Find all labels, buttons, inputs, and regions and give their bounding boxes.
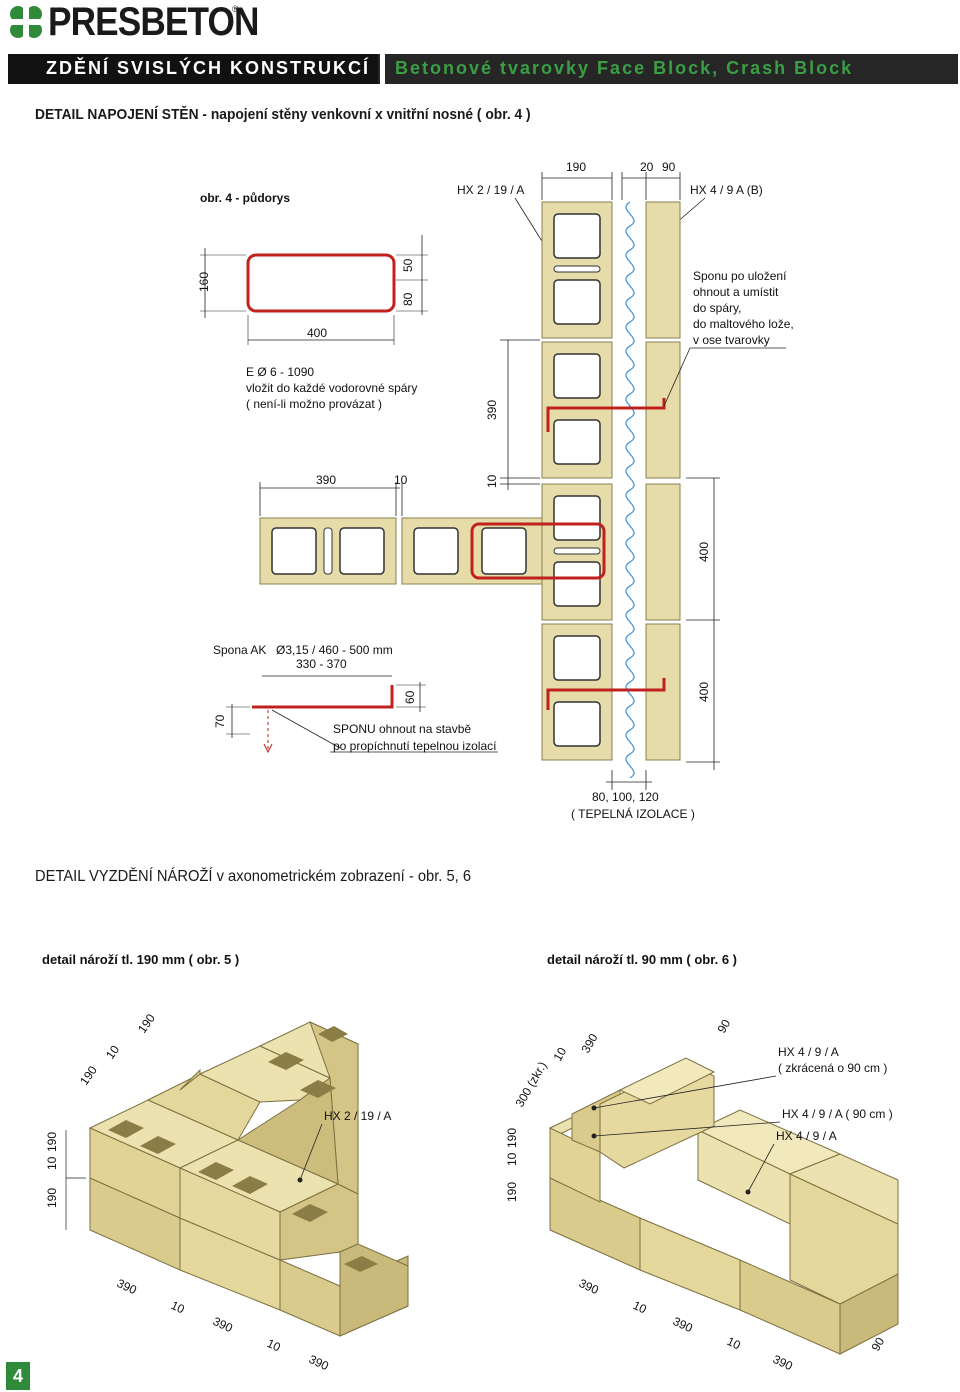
header-band-separator [380, 54, 385, 84]
dim-90-top: 90 [662, 160, 676, 174]
label-block-main: HX 2 / 19 / A [457, 183, 524, 197]
detail1-heading: DETAIL NAPOJENÍ STĚN - napojení stěny ve… [35, 106, 531, 123]
dim-390-horizontal: 390 [316, 473, 336, 487]
logo-clover-icon [10, 6, 42, 38]
fig5-dim-top-2: 190 [135, 1011, 158, 1036]
fig5-cells [108, 1026, 378, 1272]
tie-note-2: ohnout a umístit [693, 285, 779, 299]
fig5-block-label: HX 2 / 19 / A [324, 1109, 391, 1123]
dim-20-top: 20 [640, 160, 654, 174]
fig6-dim-bottom-4: 390 [771, 1352, 795, 1373]
dim-400-b: 400 [697, 682, 711, 702]
fig6-dim-left-0: 190 [505, 1182, 519, 1202]
page-number: 4 [6, 1362, 30, 1390]
dim-70: 70 [213, 714, 227, 728]
dim-10-vertical: 10 [485, 474, 499, 488]
spona-detail [226, 675, 498, 754]
fig6-dim-90-top: 90 [714, 1017, 733, 1036]
spona-length: 330 - 370 [296, 657, 347, 671]
fig6-block-c-label: HX 4 / 9 / A [776, 1129, 837, 1143]
fig5-dim-left-0: 190 [45, 1188, 59, 1208]
fig6-dim-top-b: 10 [550, 1045, 569, 1064]
fig6-blocks [548, 1057, 899, 1355]
spona-note-2: po propíchnutí tepelnou izolací [333, 739, 497, 753]
dim-80: 80 [401, 292, 415, 306]
presbeton-logo: PRESBETON ® [6, 0, 259, 46]
fig5-dim-bottom-3: 10 [265, 1336, 283, 1354]
spona-title: Spona AK [213, 643, 266, 657]
fig6-dim-bottom-2: 390 [671, 1314, 695, 1335]
face-wall-blocks [645, 201, 681, 761]
fig5-dim-bottom-0: 390 [115, 1276, 139, 1297]
label-block-face: HX 4 / 9 A (B) [690, 183, 763, 197]
dim-160: 160 [197, 272, 211, 292]
rebar-title: E Ø 6 - 1090 [246, 365, 314, 379]
dim-400-clip: 400 [307, 326, 327, 340]
fig6-dim-bottom-0: 390 [577, 1276, 601, 1297]
dim-50: 50 [401, 258, 415, 272]
rebar-clip-drawing [200, 235, 428, 345]
fig6-dim-left-1: 10 [505, 1152, 519, 1166]
product-title: Betonové tvarovky Face Block, Crash Bloc… [395, 58, 854, 78]
fig6-dim-top-c: 390 [578, 1031, 600, 1056]
insulation-dims: 80, 100, 120 [592, 790, 659, 804]
main-wall-cells [553, 213, 601, 747]
fig6-title: detail nároží tl. 90 mm ( obr. 6 ) [547, 952, 737, 967]
fig6-dim-left-2: 190 [505, 1128, 519, 1148]
section-title: ZDĚNÍ SVISLÝCH KONSTRUKCÍ [46, 58, 371, 78]
rebar-note-line2: vložit do každé vodorovné spáry [246, 381, 417, 395]
insulation-label: ( TEPELNÁ IZOLACE ) [571, 806, 695, 821]
logo-wordmark: PRESBETON [48, 0, 259, 44]
fig5-dim-bottom-4: 390 [307, 1352, 331, 1373]
figure-5-6-axonometric: detail nároží tl. 190 mm ( obr. 5 ) deta… [42, 952, 899, 1373]
fig5-title: detail nároží tl. 190 mm ( obr. 5 ) [42, 952, 239, 967]
dim-190-top: 190 [566, 160, 586, 174]
fig5-dim-left-1: 10 [45, 1156, 59, 1170]
spona-note-1: SPONU ohnout na stavbě [333, 722, 471, 736]
tie-note-1: Sponu po uložení [693, 269, 787, 283]
tie-note-3: do spáry, [693, 301, 741, 315]
fig5-dim-bottom-2: 390 [211, 1314, 235, 1335]
fig6-dim-bottom-3: 10 [725, 1334, 743, 1352]
fig5-dim-bottom-1: 10 [169, 1298, 187, 1316]
dim-10-horizontal: 10 [394, 473, 408, 487]
fig5-dim-top-1: 10 [103, 1042, 122, 1061]
dim-60: 60 [403, 690, 417, 704]
fig6-dim-90-right: 90 [868, 1335, 887, 1354]
header-band-left [8, 54, 378, 84]
fig6-block-a-label: HX 4 / 9 / A [778, 1045, 839, 1059]
spona-spec: Ø3,15 / 460 - 500 mm [276, 643, 393, 657]
fig5-dim-top-0: 190 [77, 1063, 100, 1088]
tie-note-4: do maltového lože, [693, 317, 794, 331]
figure-4-plan: obr. 4 - půdorys 160 50 80 400 E Ø 6 - 1… [197, 160, 794, 821]
rebar-stirrups [470, 398, 666, 710]
fig6-dim-bottom-1: 10 [631, 1298, 649, 1316]
insulation-layer [625, 201, 635, 779]
fig5-dim-left-2: 190 [45, 1132, 59, 1152]
fig6-dim-top-a: 300 (zkr.) [512, 1059, 549, 1109]
tie-note-5: v ose tvarovky [693, 333, 770, 347]
logo-registered-mark: ® [232, 4, 239, 14]
fig5-blocks [88, 1021, 409, 1337]
dim-400-a: 400 [697, 542, 711, 562]
fig6-block-b-label: HX 4 / 9 / A ( 90 cm ) [782, 1107, 893, 1121]
dim-390-vertical: 390 [485, 400, 499, 420]
fig4-label: obr. 4 - půdorys [200, 191, 290, 205]
rebar-note-line3: ( není-li možno provázat ) [246, 397, 382, 411]
fig6-block-a-note: ( zkrácená o 90 cm ) [778, 1061, 887, 1075]
detail2-heading: DETAIL VYZDĚNÍ NÁROŽÍ v axonometrickém z… [35, 868, 472, 885]
